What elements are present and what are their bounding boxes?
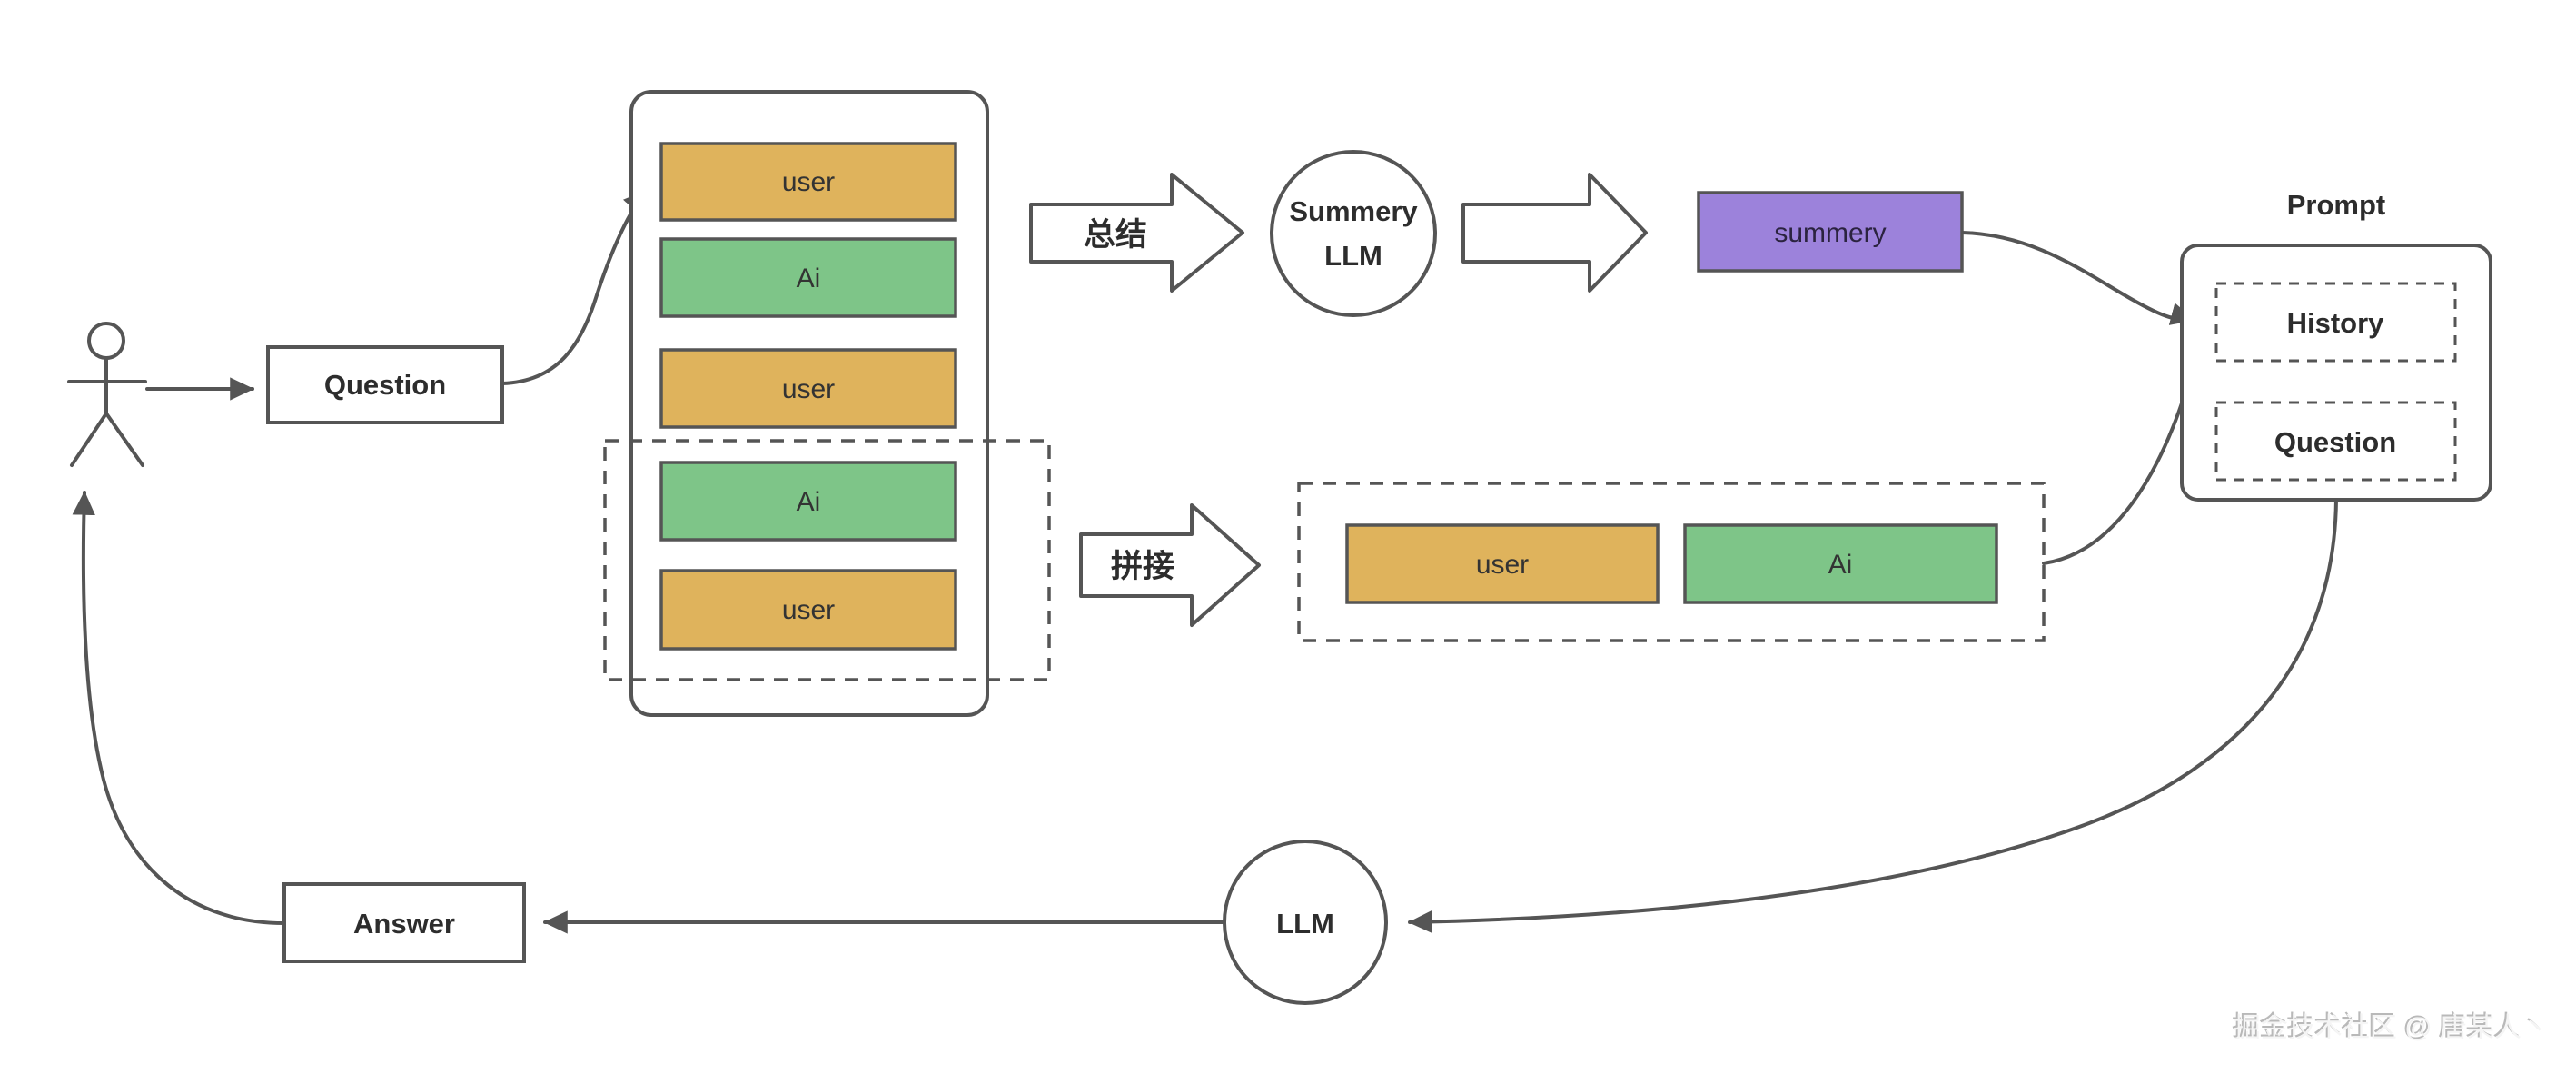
watermark: 掘金技术社区 @ 唐某人丶 掘金技术社区 @ 唐某人丶 xyxy=(2232,1011,2549,1043)
message-bar-user-1: user xyxy=(659,142,957,222)
summary-box-label: summery xyxy=(1774,218,1886,248)
message-bar-rect xyxy=(659,569,957,651)
answer-to-actor-connector xyxy=(72,491,286,925)
message-bar-label: user xyxy=(782,595,835,625)
prompt-title: Prompt xyxy=(2287,189,2386,221)
block-arrow-right-icon xyxy=(1079,503,1261,627)
watermark-text: 掘金技术社区 @ 唐某人丶 xyxy=(2234,1013,2549,1043)
message-bar-label: user xyxy=(1476,550,1529,580)
summary-box: summery xyxy=(1697,191,1964,273)
recent-ai-bar: Ai xyxy=(1683,523,1998,604)
answer-box-rect xyxy=(282,882,526,963)
prompt-group: Prompt History Question xyxy=(2180,189,2492,502)
message-bar-rect xyxy=(1683,523,1998,604)
message-bar-rect xyxy=(659,237,957,318)
message-bar-user-3: user xyxy=(659,569,957,651)
block-arrow-right-icon xyxy=(1461,173,1648,293)
message-bar-rect xyxy=(659,461,957,542)
message-bar-ai-2: Ai xyxy=(659,461,957,542)
question-box-label: Question xyxy=(324,369,446,401)
connectors xyxy=(72,189,2338,934)
message-bar-label: Ai xyxy=(797,487,821,517)
message-bar-rect xyxy=(659,142,957,222)
llm-circle: LLM xyxy=(1223,840,1388,1005)
message-bar-label: user xyxy=(782,374,835,404)
prompt-box-rect xyxy=(2180,244,2492,502)
chat-history-container: user Ai user Ai user xyxy=(603,90,1051,717)
message-bar-rect xyxy=(1345,523,1660,604)
prompt-question-dashed-rect xyxy=(2214,401,2457,482)
recent-user-bar: user xyxy=(1345,523,1660,604)
message-bar-ai-1: Ai xyxy=(659,237,957,318)
actor-leg-right xyxy=(104,412,144,467)
summary-llm-label-line1: Summery xyxy=(1289,195,1418,227)
message-bar-label: Ai xyxy=(1828,550,1853,580)
watermark-text-shadow: 掘金技术社区 @ 唐某人丶 xyxy=(2232,1011,2547,1041)
summary-to-prompt-connector xyxy=(1960,231,2195,325)
actor-head xyxy=(87,322,125,360)
actor-leg-left xyxy=(70,412,108,467)
summary-llm-circle: Summery LLM xyxy=(1270,150,1437,317)
old-messages-dashed-box xyxy=(603,439,1051,681)
question-box-rect xyxy=(266,345,504,424)
answer-box: Answer xyxy=(282,882,526,963)
prompt-question-label: Question xyxy=(2274,426,2396,458)
summary-llm-circle-shape xyxy=(1270,150,1437,317)
concat-arrow-label: 拼接 xyxy=(1111,549,1174,584)
llm-circle-label: LLM xyxy=(1276,908,1334,940)
summary-box-rect xyxy=(1697,191,1964,273)
summarize-arrow-label: 总结 xyxy=(1084,217,1147,253)
message-bar-label: Ai xyxy=(797,264,821,293)
question-to-history-connector xyxy=(500,189,649,385)
message-bar-user-2: user xyxy=(659,348,957,429)
question-box: Question xyxy=(266,345,504,424)
message-bar-rect xyxy=(659,348,957,429)
prompt-history-label: History xyxy=(2287,307,2385,339)
block-arrow-right-icon xyxy=(1029,173,1244,293)
summarize-block-arrow: 总结 xyxy=(1029,173,1244,293)
prompt-to-llm-connector xyxy=(1408,498,2338,934)
recent-messages-dashed-box xyxy=(1297,482,2046,642)
llm-circle-shape xyxy=(1223,840,1388,1005)
prompt-question-slot: Question xyxy=(2214,401,2457,482)
prompt-history-dashed-rect xyxy=(2214,282,2457,363)
message-bar-label: user xyxy=(782,167,835,197)
summary-llm-label-line2: LLM xyxy=(1324,240,1382,272)
recent-messages-group: user Ai xyxy=(1297,482,2046,642)
prompt-history-slot: History xyxy=(2214,282,2457,363)
answer-box-label: Answer xyxy=(353,908,455,940)
concat-block-arrow: 拼接 xyxy=(1079,503,1261,627)
user-actor-icon xyxy=(67,322,147,467)
